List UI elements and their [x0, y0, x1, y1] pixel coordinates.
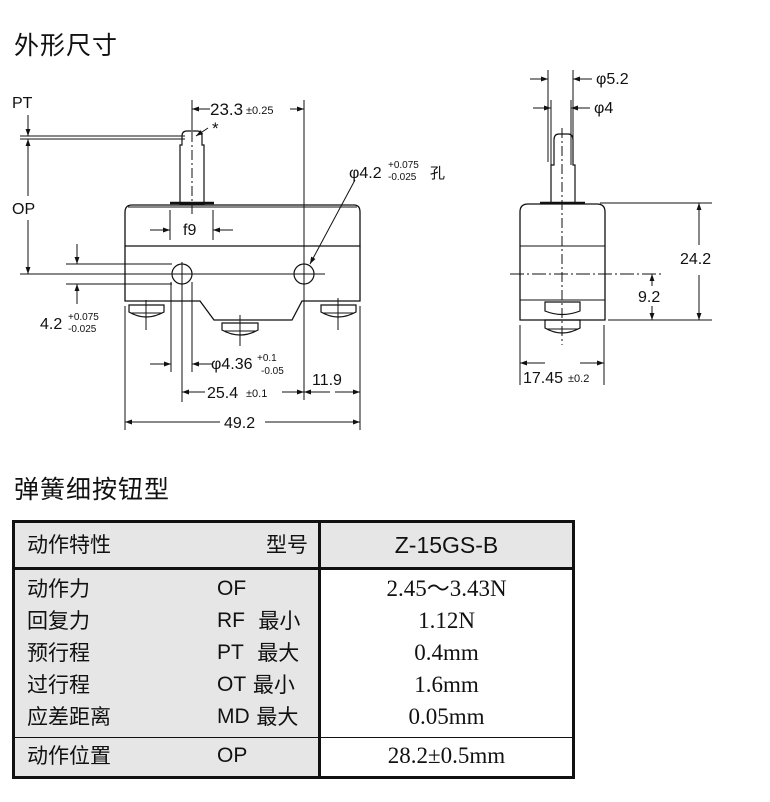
row-abbr: OF	[217, 577, 247, 600]
row-value: 1.6mm	[414, 672, 479, 697]
dim-5-2: φ5.2	[596, 71, 629, 88]
characteristics-values: 2.45～3.43N 1.12N 0.4mm 1.6mm 0.05mm	[319, 568, 574, 738]
table-group-characteristics: 动作力 OF 回复力 RF 最小 预行程 PT 最大 过行程 OT 最小 应差距离 MD …	[13, 568, 574, 738]
table-row: 预行程 PT 最大	[15, 637, 318, 669]
row-limit: 最大	[257, 641, 300, 665]
row-name: 动作位置	[27, 744, 111, 768]
table-row: 回复力 RF 最小	[15, 605, 318, 637]
row-limit: 最小	[258, 609, 301, 633]
type-section-title: 弹簧细按钮型	[14, 475, 171, 504]
dim-23-3: 23.3	[210, 100, 243, 119]
table-row: 过行程 OT 最小	[15, 669, 318, 701]
row-name: 应差距离	[27, 705, 111, 729]
hole-dia: φ4.2	[349, 165, 382, 182]
dim-24-2: 24.2	[680, 251, 711, 268]
dim-4-36-tol-lower: -0.05	[261, 366, 284, 377]
table-header-row: 动作特性 型号 Z-15GS-B	[13, 521, 574, 570]
row-value: 2.45～3.43N	[386, 576, 507, 601]
dim-25-4-tol: ±0.1	[246, 388, 267, 400]
front-view-switch-body	[124, 130, 361, 336]
dim-9-2: 9.2	[638, 289, 660, 306]
hole-tol-lower: -0.025	[388, 172, 417, 183]
dim-4-2-tol-upper: +0.075	[68, 312, 99, 323]
characteristics-names: 动作力 OF 回复力 RF 最小 预行程 PT 最大 过行程 OT 最小 应差距离 MD …	[13, 568, 321, 738]
dim-17-45-tol: ±0.2	[568, 373, 589, 385]
hole-tol-upper: +0.075	[388, 160, 419, 171]
op-name-cell: 动作位置 OP	[13, 737, 321, 778]
hole-suffix: 孔	[430, 165, 445, 182]
op-value-cell: 28.2±0.5mm	[319, 737, 574, 778]
row-value: 1.12N	[418, 608, 475, 633]
row-abbr: MD	[217, 705, 250, 728]
table-group-op: 动作位置 OP 28.2±0.5mm	[13, 737, 574, 778]
table-row: 动作力 OF	[15, 573, 318, 605]
row-limit: 最小	[252, 673, 295, 697]
row-name: 预行程	[27, 641, 90, 665]
row-name: 动作力	[27, 577, 90, 601]
pt-label: PT	[12, 95, 33, 112]
op-label: OP	[12, 201, 35, 218]
row-value: 0.4mm	[414, 640, 479, 665]
row-limit: 最大	[256, 705, 299, 729]
model-value: Z-15GS-B	[319, 521, 574, 570]
row-value: 28.2±0.5mm	[387, 743, 506, 768]
table-row: 应差距离 MD 最大	[15, 701, 318, 733]
dim-17-45: 17.45	[523, 370, 563, 387]
characteristics-label: 动作特性	[27, 533, 111, 557]
row-abbr: PT	[217, 641, 244, 664]
dim-49-2: 49.2	[224, 415, 255, 432]
dim-4-2-tol-lower: -0.025	[68, 324, 97, 335]
dim-23-3-tol: ±0.25	[246, 105, 273, 117]
dim-4-2: 4.2	[40, 316, 62, 333]
row-name: 回复力	[27, 609, 90, 633]
row-abbr: OT	[217, 673, 247, 696]
dim-4: φ4	[594, 100, 613, 117]
model-label: 型号	[266, 533, 308, 557]
row-name: 过行程	[27, 673, 90, 697]
asterisk: *	[212, 119, 219, 138]
dimensions-section-title: 外形尺寸	[14, 31, 119, 60]
header-left-cell: 动作特性 型号	[13, 521, 321, 570]
dim-25-4: 25.4	[207, 385, 238, 402]
f9-label: f9	[183, 222, 196, 239]
dimension-drawing: PT OP 23.3 ±0.25 * φ4.2 +0.075 -0.025 孔 …	[12, 70, 712, 432]
row-value: 0.05mm	[408, 704, 485, 729]
row-abbr: RF	[217, 609, 245, 632]
row-abbr: OP	[217, 744, 248, 767]
dim-11-9: 11.9	[312, 372, 342, 389]
dim-4-36: φ4.36	[211, 356, 253, 373]
table-row: 动作位置 OP	[15, 740, 318, 772]
characteristics-table: 动作特性 型号 Z-15GS-B 动作力 OF 回复力 RF 最小 预行程 PT 最大…	[12, 520, 575, 779]
dim-4-36-tol-upper: +0.1	[257, 353, 277, 364]
